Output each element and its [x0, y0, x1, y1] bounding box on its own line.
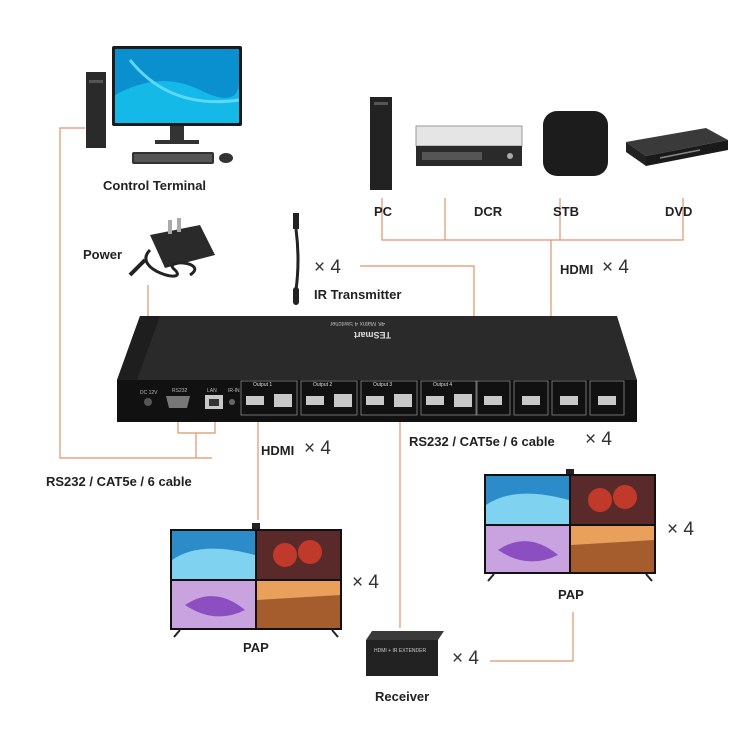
control-cable: [59, 127, 212, 459]
source-bus: [381, 198, 684, 241]
rs232-mid-multiplier: × 4: [585, 429, 612, 450]
hdmi-top-multiplier: × 4: [602, 257, 629, 278]
receiver-box: HDMI + IR EXTENDER: [366, 631, 444, 676]
dvd-player: [626, 128, 728, 166]
pap-left-label: PAP: [243, 640, 269, 655]
svg-text:Output 3: Output 3: [373, 382, 392, 388]
receiver-box-label: HDMI + IR EXTENDER: [374, 648, 426, 654]
hdmi-mid-label: HDMI: [261, 443, 295, 458]
pc-tower: [370, 97, 392, 190]
device-brand: TESmart: [354, 330, 392, 340]
control-terminal: [86, 46, 242, 164]
dcr-recorder: [415, 125, 523, 166]
power-adapter: [128, 218, 215, 278]
ir-in-label: IR-IN: [228, 388, 240, 394]
dvd-label: DVD: [665, 204, 693, 219]
ir-cable: [360, 265, 475, 330]
output-group-4: Output 4: [420, 380, 478, 416]
receiver-cable: [490, 612, 574, 662]
dc-label: DC 12V: [140, 390, 158, 396]
pap-right-label: PAP: [558, 587, 584, 602]
pap-tv-left: [170, 523, 342, 638]
receiver-label: Receiver: [375, 689, 430, 704]
rs232-mid-label: RS232 / CAT5e / 6 cable: [409, 434, 555, 449]
hdmi-mid-multiplier: × 4: [304, 438, 331, 459]
input-ports: [475, 380, 625, 416]
receiver-multiplier: × 4: [452, 648, 479, 669]
device-model-band: 4K Matrix 4 Switcher: [330, 320, 386, 326]
pap-tv-right: [484, 469, 656, 582]
pap-left-multiplier: × 4: [352, 572, 379, 593]
stb-label: STB: [553, 204, 579, 219]
output-ports: Output 1 Output 2 Output 3 Output 4: [240, 380, 478, 416]
pap-right-multiplier: × 4: [667, 519, 694, 540]
stb-box: [543, 111, 608, 176]
output-group-2: Output 2: [300, 380, 358, 416]
hdmi-top-label: HDMI: [560, 262, 594, 277]
svg-text:Output 1: Output 1: [253, 382, 272, 388]
rs232-label: RS232: [172, 388, 188, 394]
pc-label: PC: [374, 204, 393, 219]
output-group-3: Output 3: [360, 380, 418, 416]
control-terminal-label: Control Terminal: [103, 178, 207, 193]
ir-multiplier: × 4: [314, 257, 341, 278]
ir-transmitter: [293, 213, 300, 305]
svg-text:Output 4: Output 4: [433, 382, 452, 388]
rs232-left-label: RS232 / CAT5e / 6 cable: [46, 474, 192, 489]
lan-label: LAN: [207, 388, 217, 394]
dcr-label: DCR: [474, 204, 503, 219]
connection-lines: [59, 127, 684, 662]
svg-text:Output 2: Output 2: [313, 382, 332, 388]
ir-transmitter-label: IR Transmitter: [314, 287, 402, 302]
output-group-1: Output 1: [240, 380, 298, 416]
power-label: Power: [83, 247, 123, 262]
matrix-switcher: DC 12V RS232 LAN IR-IN: [117, 316, 637, 422]
